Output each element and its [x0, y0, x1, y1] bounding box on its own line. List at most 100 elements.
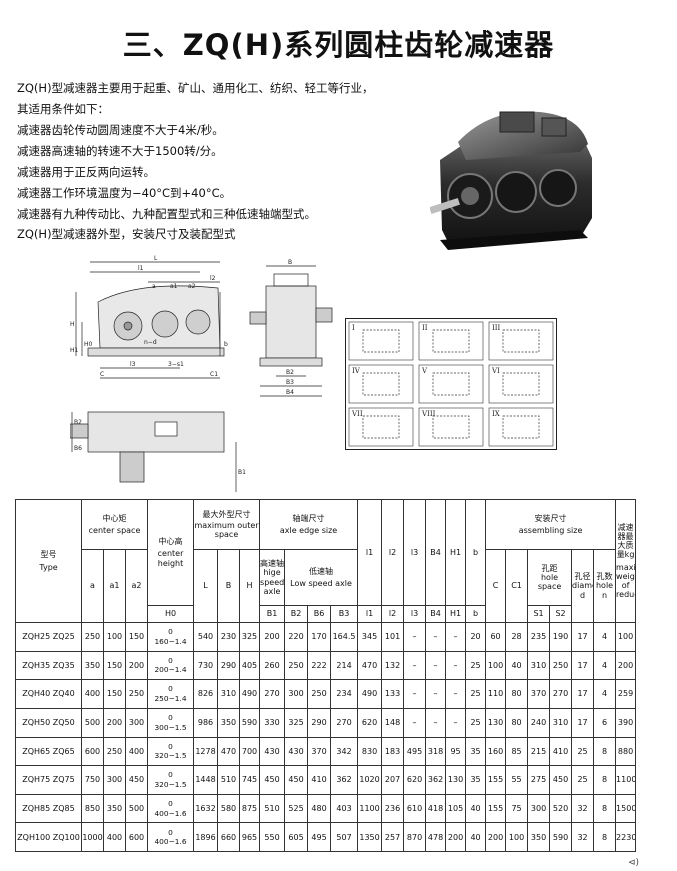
page-mark-icon: ⊲)	[628, 858, 640, 868]
cell-b: 20	[465, 622, 487, 652]
config-label: VII	[351, 410, 363, 418]
cell-b: 25	[465, 707, 487, 738]
col-s2: S2	[549, 605, 573, 623]
cell-b: 580	[217, 793, 241, 824]
intro-line: ZQ(H)型减速器主要用于起重、矿山、通用化工、纺织、轻工等行业，	[17, 81, 374, 95]
col-b-outer: B	[217, 549, 241, 623]
cell-b3: 403	[330, 793, 359, 824]
config-label: VI	[491, 367, 500, 375]
col-l1-sub: l1	[357, 605, 383, 623]
col-l1: l1	[357, 499, 383, 606]
cell-l2: 207	[381, 765, 405, 795]
col-l3: l3	[403, 499, 427, 606]
col-s1: S1	[527, 605, 551, 623]
cell-h1: –	[445, 707, 467, 738]
cell-s2: 590	[549, 822, 573, 852]
cell-n: 8	[593, 793, 617, 824]
cell-l1: 1350	[357, 822, 383, 852]
cell-c1: 100	[505, 822, 529, 852]
cell-b2: 220	[284, 622, 309, 652]
col-model: 型号 Type	[15, 499, 82, 623]
cell-b2: 325	[284, 707, 309, 738]
cell-n: 8	[593, 765, 617, 795]
cell-b2: 300	[284, 679, 309, 709]
cell-c: 110	[485, 679, 507, 709]
cell-l3: 495	[403, 736, 427, 767]
cell-b2: 525	[284, 793, 309, 824]
dim-label: C1	[210, 371, 218, 378]
cell-a2: 150	[124, 622, 149, 652]
col-b4-sub: B4	[425, 605, 447, 623]
cell-l: 540	[193, 622, 219, 652]
cell-b1: 200	[259, 622, 286, 652]
cell-d: 17	[571, 650, 595, 681]
config-label: IV	[352, 367, 361, 375]
cell-a2: 200	[124, 650, 149, 681]
cell-d: 17	[571, 707, 595, 738]
col-h0: H0	[147, 605, 195, 623]
col-h: H	[239, 549, 261, 623]
page-title: 三、ZQ(H)系列圆柱齿轮减速器	[122, 28, 555, 62]
cell-model: ZQH40 ZQ40	[15, 679, 82, 709]
cell-l3: –	[403, 707, 427, 738]
cell-b: 40	[465, 822, 487, 852]
cell-c1: 55	[505, 765, 529, 795]
cell-a: 250	[81, 622, 104, 652]
cell-weight: 390	[615, 707, 637, 738]
cell-h0-upper: 0	[168, 741, 173, 751]
dim-label: l1	[138, 265, 144, 272]
intro-line: 减速器有九种传动比、九种配置型式和三种低速轴端型式。	[17, 207, 316, 221]
intro-line: 减速器齿轮传动圆周速度不大于4米/秒。	[17, 123, 224, 137]
intro-line: 减速器高速轴的转速不大于1500转/分。	[17, 144, 223, 158]
drawing-subheading: ZQ(H)型减速器外型，安装尺寸及装配型式	[17, 227, 236, 241]
cell-d: 17	[571, 679, 595, 709]
cell-s2: 250	[549, 650, 573, 681]
cell-s2: 270	[549, 679, 573, 709]
cell-b2: 250	[284, 650, 309, 681]
cell-b1: 330	[259, 707, 286, 738]
cell-a: 400	[81, 679, 104, 709]
cell-n: 6	[593, 707, 617, 738]
cell-d: 25	[571, 765, 595, 795]
cell-weight: 100	[615, 622, 637, 652]
cell-c: 130	[485, 707, 507, 738]
cell-b: 35	[465, 736, 487, 767]
col-l2-sub: l2	[381, 605, 405, 623]
cell-l1: 490	[357, 679, 383, 709]
cell-a1: 200	[103, 707, 126, 738]
col-b3: B3	[330, 605, 359, 623]
side-view	[249, 265, 333, 397]
cell-weight: 259	[615, 679, 637, 709]
cell-c: 60	[485, 622, 507, 652]
cell-a: 750	[81, 765, 104, 795]
cell-l: 1632	[193, 793, 219, 824]
col-l2: l2	[381, 499, 405, 606]
dim-label: H	[70, 321, 75, 328]
cell-h: 965	[239, 822, 261, 852]
cell-h: 325	[239, 622, 261, 652]
cell-s1: 310	[527, 650, 551, 681]
cell-h0-upper: 0	[168, 655, 173, 665]
cell-h0-upper: 0	[168, 627, 173, 637]
cell-b1: 550	[259, 822, 286, 852]
cell-a: 850	[81, 793, 104, 824]
config-label: I	[352, 324, 355, 332]
col-group-axle-size: 轴端尺寸 axle edge size	[259, 499, 359, 550]
cell-b1: 450	[259, 765, 286, 795]
col-a: a	[81, 549, 104, 623]
cell-a2: 600	[124, 822, 149, 852]
cell-b: 510	[217, 765, 241, 795]
cell-l1: 830	[357, 736, 383, 767]
col-c: C	[485, 549, 507, 623]
cell-c: 200	[485, 822, 507, 852]
reducer-photo	[430, 111, 592, 250]
cell-s1: 235	[527, 622, 551, 652]
cell-b6: 170	[307, 622, 332, 652]
cell-l1: 1100	[357, 793, 383, 824]
cell-s1: 240	[527, 707, 551, 738]
cell-b: 350	[217, 707, 241, 738]
